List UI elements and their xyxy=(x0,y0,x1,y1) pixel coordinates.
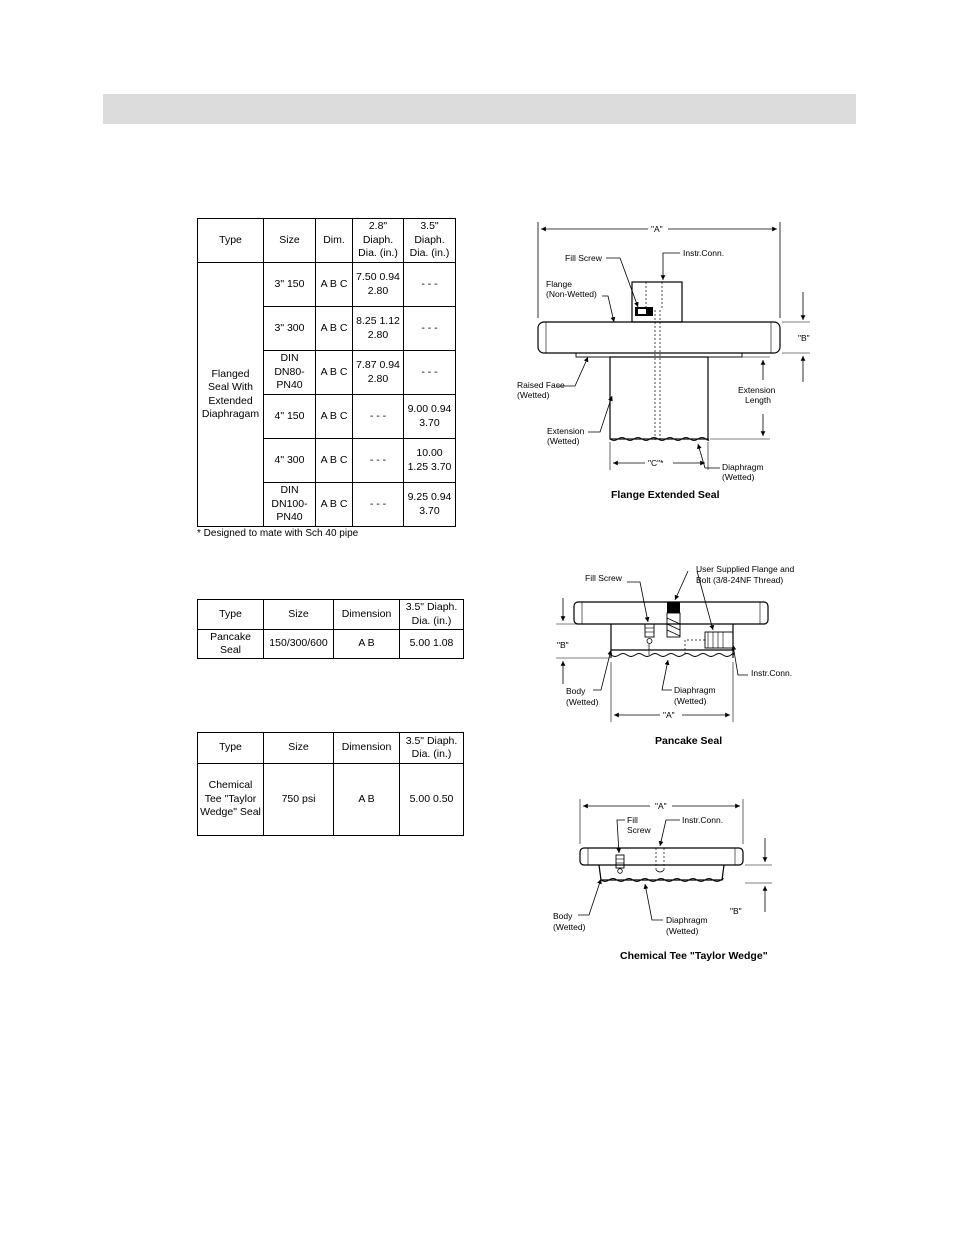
instr-conn-label: Instr.Conn. xyxy=(683,248,724,258)
fill-screw-label-sub: Screw xyxy=(627,825,651,835)
col-header-size: Size xyxy=(263,599,334,630)
dim-c-label: "C"* xyxy=(648,458,664,468)
flange-extended-seal-labels: "A" Fill Screw Instr.Conn. Flange (Non-W… xyxy=(517,224,810,501)
value-cell: 9.25 0.94 3.70 xyxy=(403,482,456,527)
dim-cell: A B C xyxy=(315,262,353,307)
col-header-diaph-35: 3.5" Diaph. Dia. (in.) xyxy=(403,218,456,263)
user-flange-label-sub: Bolt (3/8-24NF Thread) xyxy=(696,575,783,585)
body-label-sub: (Wetted) xyxy=(553,922,586,932)
col-header-type: Type xyxy=(197,218,264,263)
pancake-seal-caption: Pancake Seal xyxy=(655,735,722,747)
chemical-tee-caption: Chemical Tee "Taylor Wedge" xyxy=(620,950,768,962)
pancake-seal-diagram xyxy=(556,570,769,722)
type-cell: Chemical Tee "Taylor Wedge" Seal xyxy=(197,763,264,836)
pancake-seal-labels: Fill Screw User Supplied Flange and Bolt… xyxy=(557,564,795,747)
size-cell: 3" 150 xyxy=(263,262,316,307)
user-flange-label: User Supplied Flange and xyxy=(696,564,795,574)
dim-a-label: "A" xyxy=(651,224,663,234)
fill-screw-label: Fill Screw xyxy=(585,573,623,583)
table-row: DIN DN80- PN40 A B C 7.87 0.94 2.80 - - … xyxy=(198,350,456,395)
col-header-dimension: Dimension xyxy=(333,732,400,764)
value-cell: 9.00 0.94 3.70 xyxy=(403,394,456,439)
value-cell: 8.25 1.12 2.80 xyxy=(352,306,404,351)
col-header-size: Size xyxy=(263,218,316,263)
instr-conn-label: Instr.Conn. xyxy=(751,668,792,678)
type-cell: Flanged Seal With Extended Diaphragam xyxy=(197,262,264,527)
size-cell: 4" 300 xyxy=(263,438,316,483)
fill-screw-label: Fill Screw xyxy=(565,253,603,263)
size-cell: 750 psi xyxy=(263,763,334,836)
raised-face-label: Raised Face xyxy=(517,380,565,390)
diaphragm-label-sub: (Wetted) xyxy=(666,926,699,936)
body-label: Body xyxy=(566,686,586,696)
extension-length-label-sub: Length xyxy=(745,395,771,405)
table-row: Flanged Seal With Extended Diaphragam 3"… xyxy=(197,262,456,527)
table-row: DIN DN100- PN40 A B C - - - 9.25 0.94 3.… xyxy=(198,482,456,527)
flange-label-sub: (Non-Wetted) xyxy=(546,289,597,299)
table-row: 4" 300 A B C - - - 10.00 1.25 3.70 xyxy=(198,438,456,483)
size-cell: DIN DN100- PN40 xyxy=(263,482,316,527)
diaphragm-label: Diaphragm xyxy=(674,685,716,695)
fill-screw-label: Fill xyxy=(627,815,638,825)
flanged-seal-table: Type Size Dim. 2.8" Diaph. Dia. (in.) 3.… xyxy=(197,218,456,527)
body-label: Body xyxy=(553,911,573,921)
table-footnote: * Designed to mate with Sch 40 pipe xyxy=(197,528,359,539)
flange-label: Flange xyxy=(546,279,572,289)
value-cell: 7.87 0.94 2.80 xyxy=(352,350,404,395)
section-header-bar xyxy=(103,94,856,124)
table-row: 3" 300 A B C 8.25 1.12 2.80 - - - xyxy=(198,306,456,351)
type-cell: Pancake Seal xyxy=(197,629,264,659)
col-header-diaph-35: 3.5" Diaph. Dia. (in.) xyxy=(399,732,464,764)
diaphragm-label: Diaphragm xyxy=(722,462,764,472)
dim-b-label: "B" xyxy=(730,906,742,916)
dim-b-label: "B" xyxy=(557,640,569,650)
flange-extended-seal-caption: Flange Extended Seal xyxy=(611,489,720,501)
extension-length-label: Extension xyxy=(738,385,776,395)
value-cell: 5.00 0.50 xyxy=(399,763,464,836)
chemical-tee-labels: "A" Fill Screw Instr.Conn. Body (Wetted)… xyxy=(553,801,768,962)
dim-cell: A B C xyxy=(315,306,353,351)
raised-face-label-sub: (Wetted) xyxy=(517,390,550,400)
flange-extended-seal-diagram xyxy=(537,222,810,470)
chemical-tee-table: Type Size Dimension 3.5" Diaph. Dia. (in… xyxy=(197,732,464,836)
col-header-type: Type xyxy=(197,732,264,764)
dim-cell: A B xyxy=(333,629,400,659)
value-cell: - - - xyxy=(352,482,404,527)
value-cell: 5.00 1.08 xyxy=(399,629,464,659)
pancake-seal-table: Type Size Dimension 3.5" Diaph. Dia. (in… xyxy=(197,599,464,659)
diaphragm-label: Diaphragm xyxy=(666,915,708,925)
table-row: Pancake Seal 150/300/600 A B 5.00 1.08 xyxy=(197,629,464,659)
dim-b-label: "B" xyxy=(798,333,810,343)
instr-conn-label: Instr.Conn. xyxy=(682,815,723,825)
value-cell: 7.50 0.94 2.80 xyxy=(352,262,404,307)
extension-label-sub: (Wetted) xyxy=(547,436,580,446)
diaphragm-label-sub: (Wetted) xyxy=(722,472,755,482)
value-cell: - - - xyxy=(403,306,456,351)
body-label-sub: (Wetted) xyxy=(566,697,599,707)
col-header-diaph-35: 3.5" Diaph. Dia. (in.) xyxy=(399,599,464,630)
extension-label: Extension xyxy=(547,426,585,436)
col-header-type: Type xyxy=(197,599,264,630)
diaphragm-label-sub: (Wetted) xyxy=(674,696,707,706)
chemical-tee-diagram xyxy=(578,799,772,921)
dim-a-label: "A" xyxy=(663,710,675,720)
table-row: Chemical Tee "Taylor Wedge" Seal 750 psi… xyxy=(197,763,464,836)
dim-a-label: "A" xyxy=(655,801,667,811)
size-cell: 150/300/600 xyxy=(263,629,334,659)
